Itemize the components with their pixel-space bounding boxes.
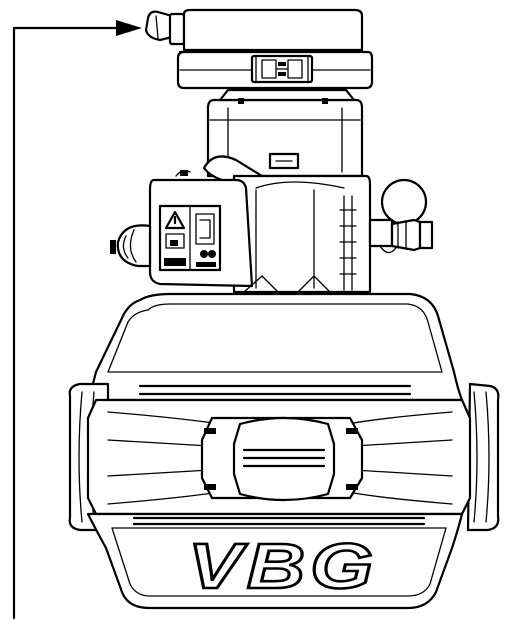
leader-line bbox=[12, 20, 142, 620]
upper-housing bbox=[206, 88, 364, 178]
indicator-block bbox=[148, 170, 254, 288]
grease-nipple bbox=[144, 10, 186, 46]
middle-body bbox=[232, 174, 372, 294]
top-cap bbox=[176, 8, 374, 90]
vbg-logo: VBG bbox=[188, 530, 378, 602]
coupling-lower-shell bbox=[86, 512, 464, 610]
coupling-middle-zone bbox=[86, 398, 472, 516]
coupling-upper-shell bbox=[86, 292, 464, 402]
left-knob bbox=[110, 224, 152, 268]
right-knob bbox=[368, 178, 434, 254]
